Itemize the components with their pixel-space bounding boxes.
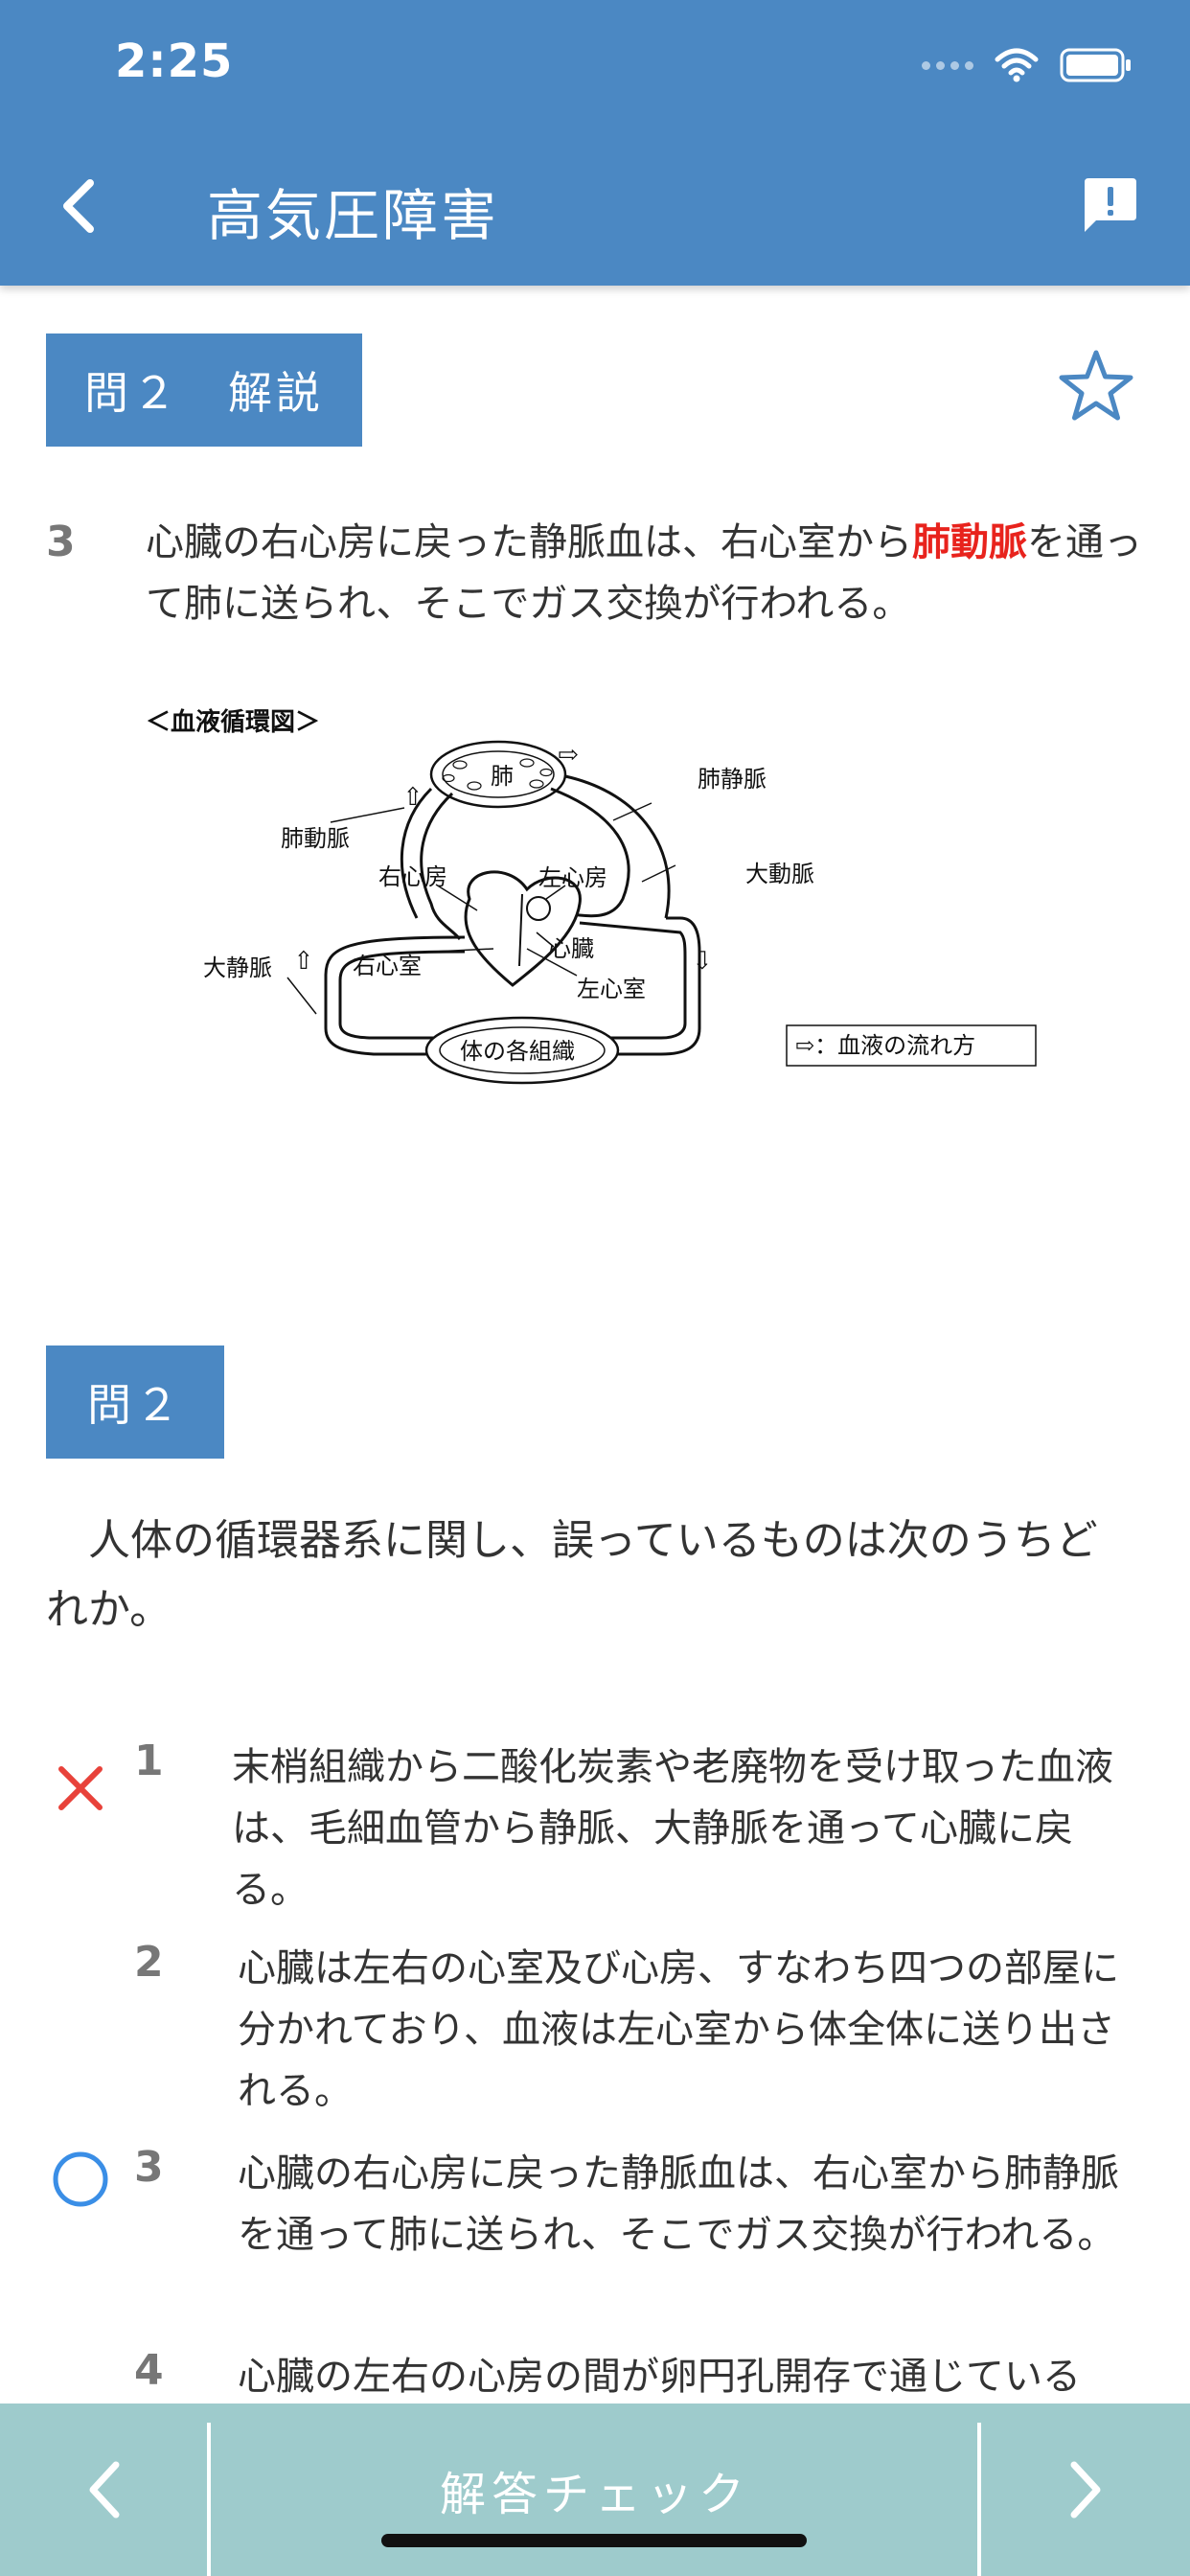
wifi-icon	[995, 48, 1039, 82]
label-right-atrium: 右心房	[378, 863, 447, 890]
next-question-button[interactable]	[981, 2404, 1190, 2576]
option-number: 3	[134, 2143, 164, 2192]
option-number: 4	[134, 2346, 164, 2395]
option-number: 1	[134, 1736, 164, 1785]
heart-shape	[464, 870, 582, 987]
chevron-left-icon	[89, 2461, 120, 2518]
explanation-text: 心臓の右心房に戻った静脈血は、右心室から肺動脈を通って肺に送られ、そこでガス交換…	[146, 512, 1142, 634]
app-header: 2:25 高気圧障害	[0, 0, 1190, 286]
svg-text:⇨: ⇨	[558, 741, 579, 770]
label-left-ventricle: 左心室	[577, 976, 646, 1002]
question-text: 人体の循環器系に関し、誤っているものは次のうちどれか。	[46, 1516, 1098, 1634]
label-right-ventricle: 右心室	[353, 953, 422, 979]
page-title: 高気圧障害	[207, 183, 500, 248]
explanation-text-before: 心臓の右心房に戻った静脈血は、右心室から	[146, 520, 912, 564]
svg-text:⇧: ⇧	[402, 783, 423, 812]
option-text: 心臓の右心房に戻った静脈血は、右心室から肺静脈を通って肺に送られ、そこでガス交換…	[238, 2151, 1119, 2257]
option-text: 心臓の左右の心房の間が卵円孔開存で通じている	[238, 2355, 1081, 2399]
explanation-label: 問２ 解説	[46, 334, 362, 447]
svg-text:⇩: ⇩	[692, 947, 713, 976]
svg-text:⇧: ⇧	[293, 947, 314, 976]
footer-divider	[977, 2423, 981, 2576]
diagram-title: ＜血液循環図＞	[146, 708, 320, 737]
label-pulmonary-vein: 肺静脈	[698, 766, 767, 793]
body-tissue-shape: 体の各組織	[424, 1016, 620, 1085]
battery-icon	[1060, 48, 1131, 82]
status-time: 2:25	[115, 34, 234, 88]
explanation-text-after: を通って肺に送られ、そこでガス交換が行われる。	[146, 520, 1142, 626]
report-button[interactable]	[1079, 174, 1142, 238]
bottom-toolbar: 解答チェック	[0, 2404, 1190, 2576]
blood-circulation-diagram: ＜血液循環図＞ 肺 体の各組織 ⇨ ⇧ ⇧ ⇩	[146, 708, 1037, 1085]
footer-divider	[207, 2423, 211, 2576]
answer-check-button[interactable]: 解答チェック	[439, 2468, 750, 2521]
label-body-tissue: 体の各組織	[460, 1038, 575, 1065]
explanation-number: 3	[46, 518, 76, 566]
back-button[interactable]	[50, 168, 107, 244]
correct-circle-icon	[53, 2151, 108, 2207]
option-text: 末梢組織から二酸化炭素や老廃物を受け取った血液は、毛細血管から静脈、大静脈を通っ…	[232, 1745, 1113, 1912]
label-vena-cava: 大静脈	[203, 954, 272, 981]
label-left-atrium: 左心房	[538, 864, 607, 891]
report-icon	[1085, 178, 1136, 232]
label-heart: 心臓	[548, 935, 594, 962]
label-lung: 肺	[491, 763, 514, 790]
home-indicator	[381, 2534, 807, 2547]
cellular-signal-icon	[922, 60, 973, 70]
lung-shape: 肺	[429, 740, 567, 809]
label-pulmonary-artery: 肺動脈	[281, 825, 350, 852]
option-number: 2	[134, 1938, 164, 1987]
incorrect-cross-icon	[58, 1766, 103, 1810]
previous-question-button[interactable]	[0, 2404, 209, 2576]
label-aorta: 大動脈	[745, 861, 814, 887]
star-icon	[1059, 350, 1133, 421]
option-text: 心臓は左右の心室及び心房、すなわち四つの部屋に分かれており、血液は左心室から体全…	[238, 1946, 1119, 2113]
question-label: 問２	[46, 1346, 224, 1459]
diagram-legend: ⇨：血液の流れ方	[795, 1032, 975, 1059]
chevron-left-icon	[63, 179, 94, 233]
favorite-button[interactable]	[1056, 347, 1136, 427]
explanation-highlight: 肺動脈	[912, 520, 1027, 564]
status-indicators	[922, 42, 1133, 88]
chevron-right-icon	[1070, 2461, 1101, 2518]
